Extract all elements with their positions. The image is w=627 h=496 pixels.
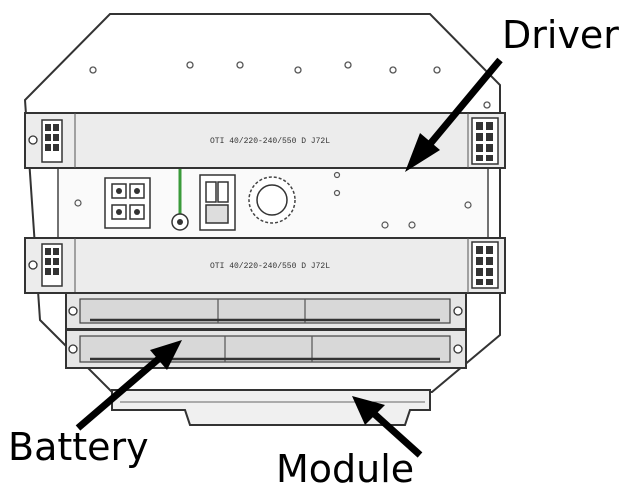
battery-pack-lower (65, 329, 467, 369)
terminal-block-icon (28, 119, 63, 163)
arrow-icon (352, 396, 423, 458)
cable-gland (248, 176, 296, 224)
module-unit (111, 389, 431, 426)
battery-pack-upper (65, 292, 467, 330)
connector-block (199, 174, 236, 231)
arrow-icon (75, 340, 182, 431)
terminal-block-icon (471, 117, 499, 165)
driver-top-part-number: OTI 40/220-240/550 D J72L (210, 137, 330, 146)
driver-label: Driver (502, 13, 619, 57)
terminal-block-icon (104, 177, 151, 229)
screw-icon (171, 213, 189, 231)
driver-bottom: OTI 40/220-240/550 D J72L (24, 237, 506, 294)
battery-label: Battery (8, 425, 149, 469)
housing-holes (89, 61, 491, 109)
terminal-block-icon (28, 243, 63, 287)
arrow-icon (405, 57, 503, 172)
module-label: Module (276, 447, 415, 491)
plate-holes (74, 171, 472, 229)
driver-bottom-part-number: OTI 40/220-240/550 D J72L (210, 262, 330, 271)
terminal-block-icon (471, 241, 499, 289)
